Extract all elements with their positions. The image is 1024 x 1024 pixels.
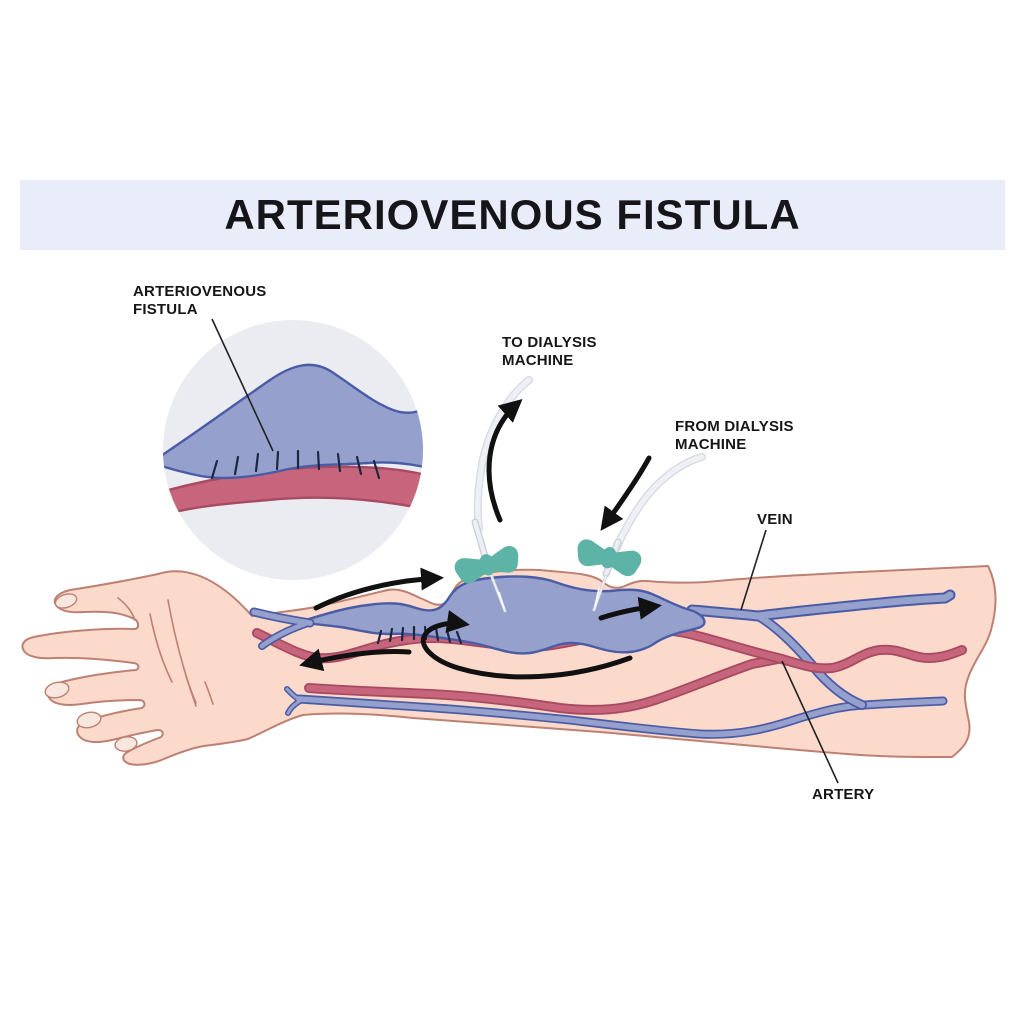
inset-pointer-line <box>211 318 274 452</box>
flow-arrow-in-vein <box>598 596 662 621</box>
fingernails <box>44 593 138 752</box>
flow-arrow-artery-to-vein-uturn <box>420 610 633 680</box>
needle-right <box>577 538 642 612</box>
label-vein: VEIN <box>757 511 793 528</box>
label-artery: ARTERY <box>812 786 875 803</box>
inset-closeup <box>163 318 423 580</box>
needle-left <box>454 518 519 613</box>
flow-arrow-to-machine <box>486 399 523 523</box>
thumb-nail <box>54 593 78 609</box>
vein-pointer-line <box>740 529 767 611</box>
flow-arrow-artery-to-hand <box>299 648 412 672</box>
flow-arrow-from-machine <box>600 455 652 531</box>
hand-creases <box>117 597 214 707</box>
page-title: ARTERIOVENOUS FISTULA <box>224 191 801 238</box>
artery-pointer-line <box>781 660 839 784</box>
title-banner: ARTERIOVENOUS FISTULA <box>20 180 1005 250</box>
finger-nail <box>76 711 102 729</box>
flow-arrow-over-skin <box>313 567 444 611</box>
inset-sutures <box>210 449 381 480</box>
label-to-dialysis-machine: TO DIALYSIS MACHINE <box>502 334 597 369</box>
tube-left <box>473 376 533 532</box>
blood-flow-arrows <box>299 399 662 680</box>
fistula-vein <box>298 575 706 655</box>
finger-nail <box>114 736 138 752</box>
label-from-dialysis-machine: FROM DIALYSIS MACHINE <box>675 418 794 453</box>
tube-right <box>613 453 706 552</box>
butterfly-wing-connector <box>454 546 519 584</box>
finger-nail <box>44 681 70 699</box>
vein-wrist-fork <box>249 607 315 650</box>
inset-fistula-vein <box>163 363 423 480</box>
butterfly-wing-connector <box>577 539 642 577</box>
artery-lower <box>304 654 783 715</box>
inset-fistula-label: ARTERIOVENOUS FISTULA <box>133 283 267 318</box>
